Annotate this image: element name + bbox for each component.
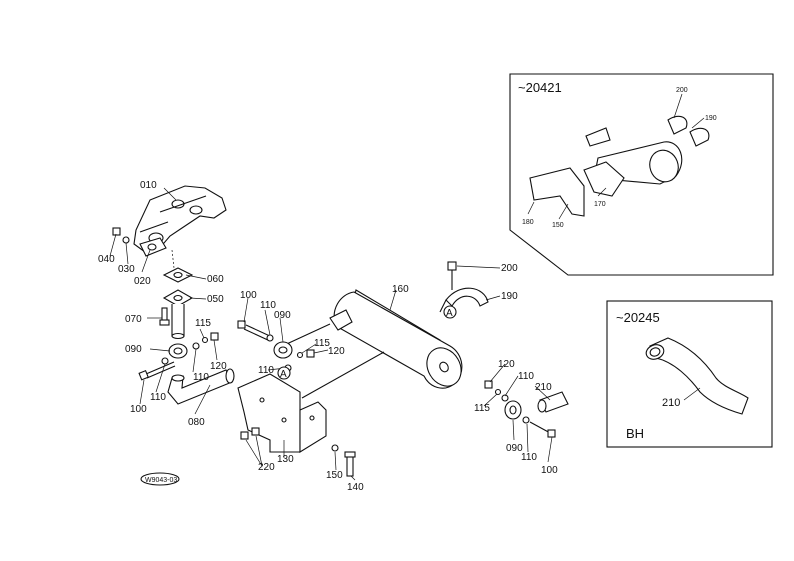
callout-050: 050	[207, 294, 224, 305]
part-110-washer-right	[501, 394, 530, 424]
inset-top-label-200: 200	[676, 87, 688, 94]
part-090-clamp-right	[504, 400, 522, 420]
part-130-bracket	[237, 373, 327, 453]
callout-110-top: 110	[260, 300, 276, 311]
callout-090-right: 090	[506, 443, 523, 454]
svg-text:A: A	[280, 369, 287, 380]
part-120-nut-mid	[306, 349, 315, 358]
reference-marker-a-bracket: A	[277, 366, 291, 380]
part-115-lockwasher-mid	[296, 351, 304, 359]
callout-120-mid: 120	[328, 346, 345, 357]
callout-210: 210	[535, 382, 552, 393]
callout-090-left: 090	[125, 344, 142, 355]
inset-top-label-190: 190	[705, 115, 717, 122]
svg-text:A: A	[446, 308, 453, 319]
inset-top-serial: ~20421	[518, 80, 562, 95]
svg-text:W9043-03: W9043-03	[145, 477, 177, 484]
part-220-nut	[240, 427, 260, 440]
part-160-muffler	[277, 289, 463, 399]
part-110-washer-left	[161, 342, 200, 365]
inset-bh-part-210: 210	[662, 397, 680, 409]
callout-100-left: 100	[130, 404, 147, 415]
part-070-bolt	[159, 307, 170, 326]
part-120-nut-left	[210, 332, 219, 341]
part-010-manifold	[133, 185, 227, 253]
part-150-washer	[331, 444, 339, 452]
inset-bh-panel: ~20245 210 BH	[606, 300, 773, 448]
callout-040: 040	[98, 254, 115, 265]
callout-100-right: 100	[541, 465, 558, 476]
part-100-bolt-right	[529, 421, 556, 438]
callout-115-mid: 115	[314, 338, 330, 349]
callout-115-left: 115	[195, 318, 211, 329]
part-110-washer-top	[266, 334, 274, 342]
callout-090-mid: 090	[274, 310, 291, 321]
part-040-nut	[112, 227, 121, 236]
part-115-lockwasher-right	[494, 388, 502, 396]
part-100-bolt-left	[138, 361, 176, 381]
part-090-clamp-mid	[273, 341, 293, 359]
callout-010: 010	[140, 180, 157, 191]
callout-110-left-b: 110	[193, 372, 209, 383]
callout-070: 070	[125, 314, 142, 325]
inset-top-label-170: 170	[594, 201, 606, 208]
part-020-gasket	[139, 237, 167, 257]
part-090-clamp-left	[168, 343, 188, 359]
part-030-washer	[122, 236, 130, 244]
callout-020: 020	[134, 276, 151, 287]
drawing-number-stamp: W9043-03	[140, 472, 180, 486]
callout-120-left: 120	[210, 361, 227, 372]
callout-190: 190	[501, 291, 518, 302]
inset-bh-variant: BH	[626, 426, 644, 441]
callout-160: 160	[392, 284, 409, 295]
part-115-lockwasher-left	[201, 336, 209, 344]
part-140-bolt	[344, 451, 356, 477]
callout-110-right-b: 110	[521, 452, 537, 463]
callout-115-right: 115	[474, 403, 490, 414]
part-200-bolt	[447, 261, 457, 290]
part-190-muffler-clamp	[439, 287, 489, 313]
part-080-exhaust-pipe	[167, 368, 235, 405]
leader-lines	[109, 187, 553, 481]
callout-120-right: 120	[498, 359, 515, 370]
inset-top-label-180: 180	[522, 219, 534, 226]
part-210-tail-pipe	[537, 391, 569, 413]
callout-060: 060	[207, 274, 224, 285]
part-050-flange-pipe	[162, 289, 194, 340]
callout-150: 150	[326, 470, 343, 481]
inset-top-panel: ~20421 200 190 170 180 150	[509, 73, 774, 276]
part-120-nut-right	[484, 380, 493, 389]
callout-220: 220	[258, 462, 275, 473]
callout-140: 140	[347, 482, 364, 493]
callout-130: 130	[277, 454, 294, 465]
part-100-bolt-top	[237, 320, 273, 342]
part-060-gasket	[162, 267, 194, 283]
callout-110-right-a: 110	[518, 371, 534, 382]
callout-110-left-a: 110	[150, 392, 166, 403]
inset-top-label-150: 150	[552, 222, 564, 229]
callout-200: 200	[501, 263, 518, 274]
inset-bh-serial: ~20245	[616, 310, 660, 325]
callout-100-top: 100	[240, 290, 257, 301]
callout-080: 080	[188, 417, 205, 428]
callout-030: 030	[118, 264, 135, 275]
reference-marker-a-clamp: A	[443, 305, 457, 319]
callout-110-mid: 110	[258, 365, 274, 376]
